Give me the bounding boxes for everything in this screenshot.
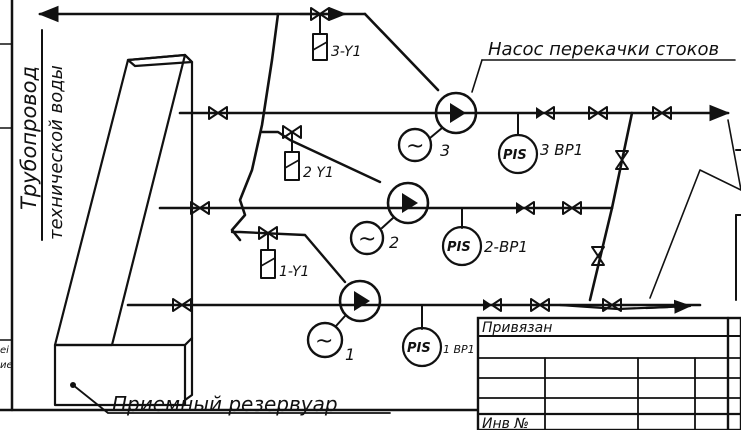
instrument-pis-2: PIS: [441, 225, 483, 267]
pump-line-2: [158, 201, 614, 215]
valve-tag-1: 1-Y1: [279, 264, 309, 280]
pump-3[interactable]: [434, 91, 478, 135]
pipeline-label-line1: Трубопровод: [17, 66, 41, 210]
instrument-pis-1: PIS: [401, 326, 443, 368]
valve-tag-3: 3-Y1: [331, 44, 361, 60]
margin-fragment-2: ие: [0, 360, 13, 371]
discharge-leader-2: [727, 119, 741, 191]
solenoid-valve-3[interactable]: [310, 7, 330, 61]
svg-text:PIS: PIS: [503, 148, 527, 163]
tank-leader: [72, 384, 391, 414]
margin-fragment-1: ei: [0, 345, 9, 356]
instrument-pis-3: PIS: [497, 133, 539, 175]
pump-line-1: [126, 298, 702, 314]
tank-label: Приемный резервуар: [112, 392, 338, 416]
motor-2: ~: [349, 217, 394, 256]
water-main: [37, 5, 440, 284]
motor-3: ~: [397, 127, 443, 163]
instrument-tag-1: 1 BP1: [443, 343, 475, 356]
pipeline-label-line2: технической воды: [46, 65, 67, 240]
solenoid-valve-1[interactable]: [258, 226, 278, 279]
pump-number-3: 3: [440, 141, 450, 160]
motor-1: ~: [306, 315, 346, 359]
solenoid-valve-2[interactable]: [282, 125, 302, 181]
pump-number-1: 1: [345, 345, 355, 364]
pump-station-label: Насос перекачки стоков: [488, 39, 719, 60]
instrument-tag-3: 3 BP1: [540, 141, 583, 159]
title-block: [476, 316, 741, 430]
svg-text:~: ~: [358, 227, 376, 252]
pump-1[interactable]: [338, 279, 382, 323]
discharge-leader-1: [649, 169, 741, 299]
svg-text:~: ~: [406, 134, 424, 159]
pump-2[interactable]: [386, 181, 430, 225]
receiving-tank: [53, 53, 194, 407]
svg-text:PIS: PIS: [447, 240, 471, 255]
svg-text:~: ~: [315, 329, 333, 354]
pump-station-leader: [471, 59, 483, 93]
crossover-line: [588, 111, 634, 302]
title-linked-label: Привязан: [482, 320, 552, 336]
instrument-tag-2: 2-BP1: [484, 238, 528, 256]
title-inventory-label: Инв №: [482, 416, 529, 430]
valve-tag-2: 2 Y1: [303, 165, 334, 181]
svg-text:PIS: PIS: [407, 341, 431, 356]
pump-number-2: 2: [389, 233, 399, 252]
